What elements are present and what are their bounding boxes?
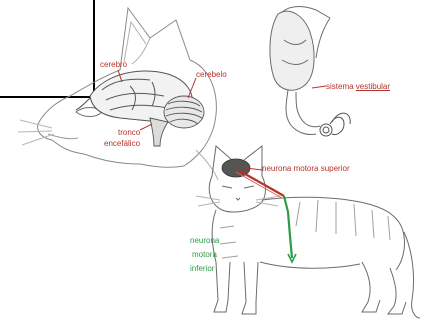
label-tronco: tronco bbox=[118, 128, 140, 137]
label-neurona-motora-superior: neurona motora superior bbox=[262, 164, 350, 173]
vestibular-head-sketch bbox=[270, 7, 330, 135]
label-nmi-line3: inferior bbox=[190, 264, 214, 273]
label-vestibular-word: vestibular bbox=[356, 82, 390, 91]
inset-frame bbox=[0, 0, 94, 97]
label-sistema-vestibular: sistema vestibular bbox=[326, 82, 390, 91]
label-sistema-prefix: sistema bbox=[326, 82, 356, 91]
label-nmi-line2: motora bbox=[192, 250, 217, 259]
lower-motor-neuron-path bbox=[284, 196, 296, 262]
cerebellum-sketch bbox=[164, 96, 204, 128]
label-encefalico: encefálico bbox=[104, 139, 140, 148]
brainstem-sketch bbox=[150, 118, 168, 146]
label-cerebelo: cerebelo bbox=[196, 70, 227, 79]
inner-ear-sketch bbox=[320, 113, 350, 136]
label-cerebro: cerebro bbox=[100, 60, 127, 69]
label-nmi-line1: neurona bbox=[190, 236, 219, 245]
